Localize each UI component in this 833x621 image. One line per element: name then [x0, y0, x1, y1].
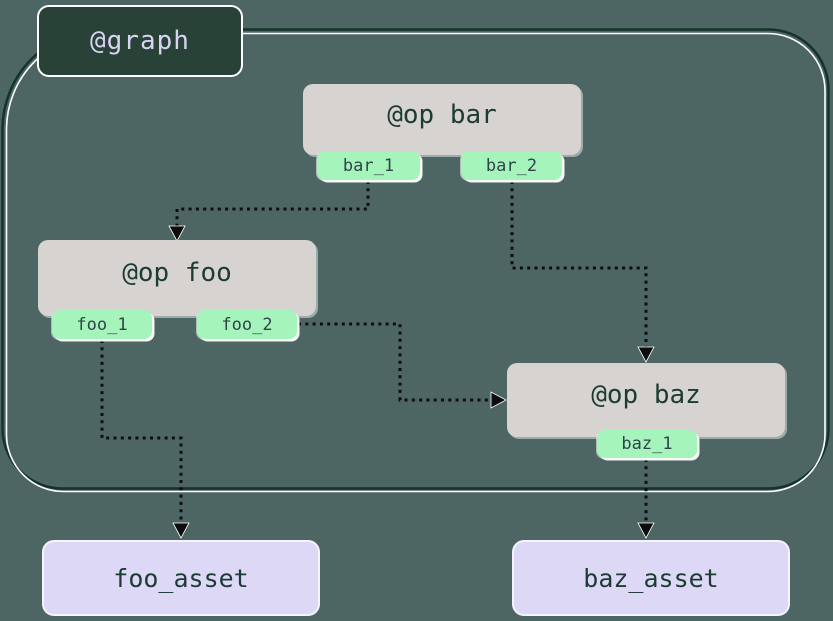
- op-node-foo: @op foo: [38, 240, 316, 316]
- edge-foo1-to-foo-asset: [100, 340, 190, 539]
- op-baz-label: @op baz: [591, 380, 701, 410]
- output-tag-foo-2: foo_2: [197, 310, 297, 339]
- foo-asset-label: foo_asset: [113, 563, 249, 593]
- arrowhead-down: [637, 522, 655, 539]
- arrowhead-down: [168, 225, 186, 242]
- edge-foo2-to-op-baz: [298, 322, 507, 409]
- edge-bar2-to-op-baz: [510, 181, 655, 363]
- op-node-baz: @op baz: [507, 363, 785, 437]
- output-tag-bar-1: bar_1: [317, 151, 420, 180]
- output-tag-baz-1-label: baz_1: [621, 434, 673, 454]
- baz-asset-label: baz_asset: [583, 563, 719, 593]
- op-node-bar: @op bar: [303, 84, 581, 155]
- output-tag-foo-1-label: foo_1: [76, 314, 128, 335]
- op-foo-label: @op foo: [122, 258, 232, 288]
- output-tag-baz-1: baz_1: [597, 430, 697, 458]
- arrowhead-right: [490, 391, 507, 409]
- output-tag-bar-2: bar_2: [461, 151, 562, 180]
- op-bar-label: @op bar: [387, 99, 497, 130]
- edge-bar1-to-op-foo: [168, 181, 370, 242]
- asset-node-baz-asset: baz_asset: [512, 540, 790, 616]
- graph-label: @graph: [37, 5, 243, 77]
- output-tag-foo-1: foo_1: [52, 310, 152, 339]
- graph-label-text: @graph: [90, 26, 190, 56]
- arrowhead-down: [172, 522, 190, 539]
- asset-node-foo-asset: foo_asset: [42, 540, 320, 616]
- output-tag-foo-2-label: foo_2: [221, 314, 273, 335]
- output-tag-bar-1-label: bar_1: [342, 155, 395, 176]
- arrowhead-down: [637, 346, 655, 363]
- output-tag-bar-2-label: bar_2: [485, 155, 538, 176]
- edge-baz1-to-baz-asset: [637, 459, 655, 539]
